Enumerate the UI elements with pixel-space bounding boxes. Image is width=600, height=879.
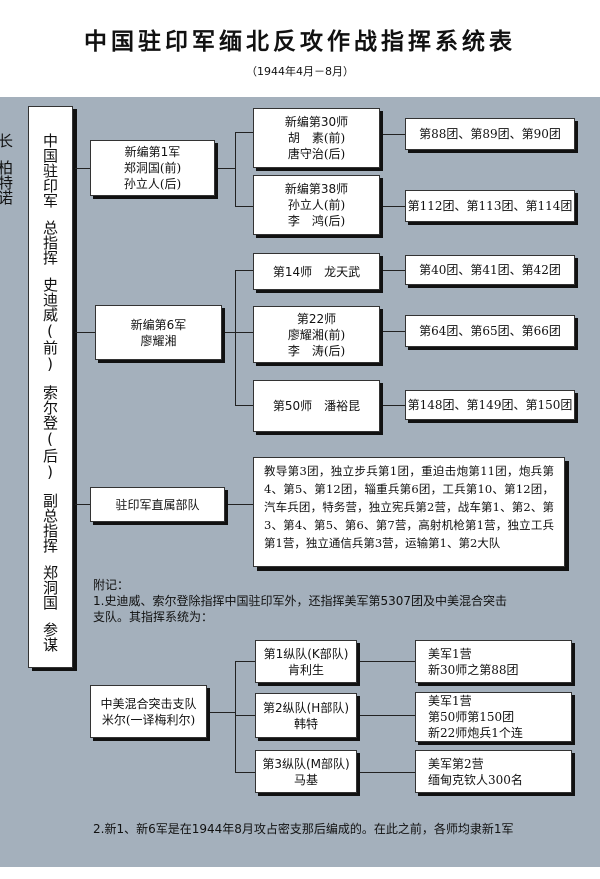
- unit: 第50师第150团: [428, 710, 515, 724]
- cmd-name: 索尔登(后): [41, 385, 59, 481]
- notes-heading: 附记：: [93, 578, 130, 592]
- connector: [75, 504, 90, 505]
- connector: [207, 712, 235, 713]
- unit-name: 第50师 潘裕昆: [272, 399, 361, 413]
- regiments-38: 第112团、第113团、第114团: [405, 190, 575, 222]
- connector: [235, 772, 255, 773]
- unit-name: 第3纵队(M部队): [262, 756, 350, 771]
- regiments: 第112团、第113团、第114团: [407, 199, 573, 213]
- commander: 廖耀湘: [140, 333, 177, 348]
- cmd-name: 郑洞国: [41, 565, 59, 610]
- commander: 马基: [293, 772, 318, 787]
- column-1-units: 美军1营新30师之第88团: [415, 640, 572, 683]
- unit-name: 新编第38师: [284, 182, 349, 196]
- army-1-box: 新编第1军郑洞国(前) 孙立人(后): [90, 140, 215, 196]
- commander: 米尔(一译梅利尔): [101, 712, 196, 727]
- unit-name: 新编第1军: [124, 145, 181, 159]
- note-2: 2.新1、新6军是在1944年8月攻占密支那后编成的。在此之前，各师均隶新1军: [93, 822, 514, 836]
- div-50-box: 第50师 潘裕昆: [253, 380, 380, 432]
- commander: 胡 素(前): [287, 131, 346, 145]
- cmd-name: 史迪威(前): [41, 277, 59, 373]
- unit-name: 驻印军直属部队: [115, 497, 200, 512]
- column-3-units: 美军第2营缅甸克钦人300名: [415, 750, 572, 793]
- connector: [357, 661, 415, 662]
- connector: [357, 715, 415, 716]
- page-title: 中国驻印军缅北反攻作战指挥系统表: [84, 29, 516, 55]
- div-22-box: 第22师廖耀湘(前)李 涛(后): [253, 306, 380, 363]
- column-1-box: 第1纵队(K部队)肯利生: [255, 640, 357, 683]
- connector: [215, 168, 235, 169]
- unit: 新30师之第88团: [428, 662, 519, 677]
- page-subtitle: （1944年4月－8月）: [246, 65, 354, 78]
- regiments: 第40团、第41团、第42团: [419, 263, 561, 277]
- commander: 郑洞国(前): [123, 161, 182, 175]
- unit: 美军1营: [428, 646, 472, 661]
- unit: 美军第2营: [428, 756, 484, 771]
- connector: [380, 134, 405, 135]
- commander: 孙立人(前): [287, 198, 346, 212]
- connector: [225, 504, 253, 505]
- mixed-force-box: 中美混合突击支队米尔(一译梅利尔): [90, 685, 207, 738]
- column-2-units: 美军1营第50师第150团新22师炮兵1个连: [415, 692, 572, 742]
- unit-name: 第2纵队(H部队): [262, 700, 350, 715]
- note-1: 1.史迪威、索尔登除指挥中国驻印军外，还指挥美军第5307团及中美混合突击: [93, 594, 507, 608]
- unit-name: 新编第6军: [130, 317, 187, 332]
- cmd-title: 参谋长: [0, 133, 59, 652]
- commander: 唐守治(后): [287, 147, 346, 161]
- unit-name: 第22师: [296, 311, 337, 326]
- connector: [235, 132, 253, 133]
- unit-name: 第14师 龙天武: [272, 264, 361, 279]
- connector: [380, 331, 405, 332]
- regiments: 第88团、第89团、第90团: [419, 127, 561, 141]
- connector: [235, 661, 236, 772]
- connector: [235, 405, 253, 406]
- unit-name: 第1纵队(K部队): [263, 646, 349, 661]
- commander: 肯利生: [287, 662, 324, 677]
- connector: [235, 332, 253, 333]
- commander: 李 鸿(后): [287, 214, 346, 228]
- cmd-name: 柏特诺: [0, 160, 14, 205]
- regiments-22: 第64团、第65团、第66团: [405, 315, 575, 347]
- div-14-box: 第14师 龙天武: [253, 253, 380, 290]
- army-6-box: 新编第6军廖耀湘: [95, 305, 222, 360]
- connector: [235, 715, 255, 716]
- connector: [75, 332, 95, 333]
- regiments-30: 第88团、第89团、第90团: [405, 118, 575, 150]
- div-30-box: 新编第30师胡 素(前) 唐守治(后): [253, 108, 380, 168]
- connector: [380, 206, 405, 207]
- regiments: 第148团、第149团、第150团: [407, 398, 573, 412]
- commander: 韩特: [293, 716, 318, 731]
- regiments-14: 第40团、第41团、第42团: [405, 255, 575, 285]
- connector: [235, 270, 236, 405]
- commander: 廖耀湘(前): [287, 327, 346, 342]
- connector: [357, 772, 415, 773]
- connector: [235, 132, 236, 207]
- cmd-title: 总指挥: [41, 220, 59, 265]
- cmd-title: 副总指挥: [41, 493, 59, 553]
- direct-units-list: 教导第3团，独立步兵第1团，重迫击炮第11团，炮兵第4、第5、第12团，辎重兵第…: [253, 457, 565, 567]
- unit-name: 新编第30师: [284, 115, 349, 129]
- connector: [380, 270, 405, 271]
- connector: [235, 206, 253, 207]
- direct-units-box: 驻印军直属部队: [90, 487, 225, 522]
- command-box: 中国驻印军总指挥史迪威(前) 索尔登(后) 副总指挥郑洞国参谋长柏特诺: [0, 106, 73, 668]
- connector: [235, 270, 253, 271]
- commander: 孙立人(后): [123, 177, 182, 191]
- regiments: 第64团、第65团、第66团: [419, 324, 561, 338]
- div-38-box: 新编第38师孙立人(前) 李 鸿(后): [253, 175, 380, 235]
- column-2-box: 第2纵队(H部队)韩特: [255, 693, 357, 738]
- connector: [75, 168, 90, 169]
- unit: 新22师炮兵1个连: [428, 726, 523, 740]
- connector: [222, 332, 235, 333]
- cmd-label: 中国驻印军: [41, 133, 59, 208]
- unit: 美军1营: [428, 694, 472, 708]
- note-1-cont: 支队。其指挥系统为：: [93, 610, 214, 624]
- commander: 李 涛(后): [287, 343, 346, 358]
- regiments-50: 第148团、第149团、第150团: [405, 390, 575, 420]
- connector: [380, 405, 405, 406]
- unit: 缅甸克钦人300名: [428, 772, 523, 787]
- column-3-box: 第3纵队(M部队)马基: [255, 750, 357, 793]
- connector: [235, 661, 255, 662]
- unit-name: 中美混合突击支队: [100, 696, 197, 711]
